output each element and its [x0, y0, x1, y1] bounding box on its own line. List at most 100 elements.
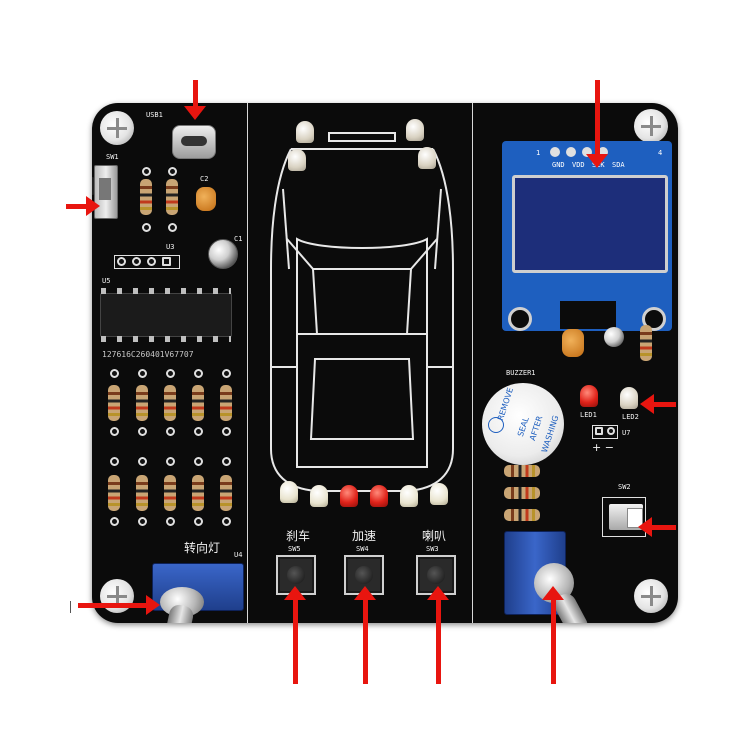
pad — [194, 427, 203, 436]
resistor — [220, 385, 232, 421]
sw2-label: SW2 — [618, 483, 631, 491]
resistor — [504, 509, 540, 521]
led1 — [580, 385, 598, 407]
oled-pin-1: 1 — [536, 149, 541, 157]
pad — [194, 369, 203, 378]
pad — [142, 223, 151, 232]
buzzer-line-1: REMOVE — [496, 386, 516, 422]
slide-switch-sw2[interactable] — [602, 497, 646, 537]
capacitor-right — [562, 329, 584, 357]
resistor — [504, 487, 540, 499]
pad — [168, 223, 177, 232]
resistor — [136, 475, 148, 511]
oled-pin-sda: SDA — [612, 161, 625, 169]
brake-led-right — [370, 485, 388, 507]
pad — [138, 517, 147, 526]
turn-signal-label: 转向灯 — [184, 541, 221, 555]
pad — [166, 517, 175, 526]
c1-label: C1 — [234, 235, 243, 243]
ic-chip-u5 — [100, 288, 232, 342]
pad — [110, 369, 119, 378]
resistor — [220, 475, 232, 511]
capacitor-c2 — [196, 187, 216, 211]
pad — [166, 369, 175, 378]
header-u3 — [114, 255, 180, 269]
usb-label: USB1 — [146, 111, 163, 119]
led-upper-right — [418, 147, 436, 169]
taillight-led-2 — [310, 485, 328, 507]
c2-label: C2 — [200, 175, 209, 183]
brake-label: 刹车 — [286, 529, 311, 543]
sw3-label: SW3 — [426, 545, 439, 553]
potentiometer[interactable] — [504, 531, 592, 623]
buzzer: REMOVE SEAL AFTER WASHING — [482, 383, 564, 465]
horn-label: 喇叭 — [422, 529, 447, 543]
pad — [110, 457, 119, 466]
taillight-led-3 — [400, 485, 418, 507]
mounting-hole-top-left — [100, 111, 134, 145]
resistor — [108, 475, 120, 511]
capacitor-c1 — [208, 239, 238, 269]
headlight-led-top-right — [406, 119, 424, 141]
pad — [110, 427, 119, 436]
resistor — [640, 325, 652, 361]
pad — [138, 457, 147, 466]
brake-button[interactable] — [276, 555, 316, 595]
resistor — [108, 385, 120, 421]
accelerate-button[interactable] — [344, 555, 384, 595]
chip-code: 127616C260401V67707 — [102, 350, 194, 359]
pad — [194, 517, 203, 526]
mounting-hole-bottom-right — [634, 579, 668, 613]
pad — [138, 427, 147, 436]
car-outline — [270, 132, 454, 492]
buzzer-label: BUZZER1 — [506, 369, 536, 377]
pad — [166, 427, 175, 436]
pad — [222, 369, 231, 378]
led-upper-left — [288, 149, 306, 171]
resistor-r2 — [166, 179, 178, 215]
resistor — [192, 385, 204, 421]
headlight-led-top-left — [296, 121, 314, 143]
u7-label: U7 — [622, 429, 631, 437]
polarity-mark: + − — [592, 441, 614, 454]
usb-c-port[interactable] — [172, 125, 216, 159]
oled-module — [502, 141, 672, 331]
oled-pin-gnd: GND — [552, 161, 565, 169]
pad — [166, 457, 175, 466]
led2 — [620, 387, 638, 409]
resistor — [164, 475, 176, 511]
resistor — [192, 475, 204, 511]
sw1-label: SW1 — [106, 153, 119, 161]
taillight-led-4 — [430, 483, 448, 505]
accel-label: 加速 — [352, 529, 377, 543]
taillight-led-1 — [280, 481, 298, 503]
slide-switch-sw1[interactable] — [94, 165, 118, 219]
oled-pin-4: 4 — [658, 149, 663, 157]
u5-label: U5 — [102, 277, 111, 285]
sw5-label: SW5 — [288, 545, 301, 553]
u3-label: U3 — [166, 243, 175, 251]
led2-label: LED2 — [622, 413, 639, 421]
pad — [222, 457, 231, 466]
sw4-label: SW4 — [356, 545, 369, 553]
resistor — [136, 385, 148, 421]
resistor-r1 — [140, 179, 152, 215]
divider-right — [472, 103, 473, 623]
u4-label: U4 — [234, 551, 243, 559]
connector-u7 — [592, 425, 618, 439]
pad — [194, 457, 203, 466]
oled-pin-vdd: VDD — [572, 161, 585, 169]
divider-left — [247, 103, 248, 623]
brake-led-left — [340, 485, 358, 507]
pad — [222, 517, 231, 526]
led1-label: LED1 — [580, 411, 597, 419]
pcb-board: USB1 SW1 C2 U3 C1 U5 127616C260401V67707 — [92, 103, 678, 623]
mounting-hole-top-right — [634, 109, 668, 143]
toggle-switch-u4[interactable] — [152, 563, 244, 623]
resistor — [504, 465, 540, 477]
oled-screen — [512, 175, 668, 273]
pad — [142, 167, 151, 176]
small-capacitor — [604, 327, 624, 347]
pad — [168, 167, 177, 176]
pad — [110, 517, 119, 526]
